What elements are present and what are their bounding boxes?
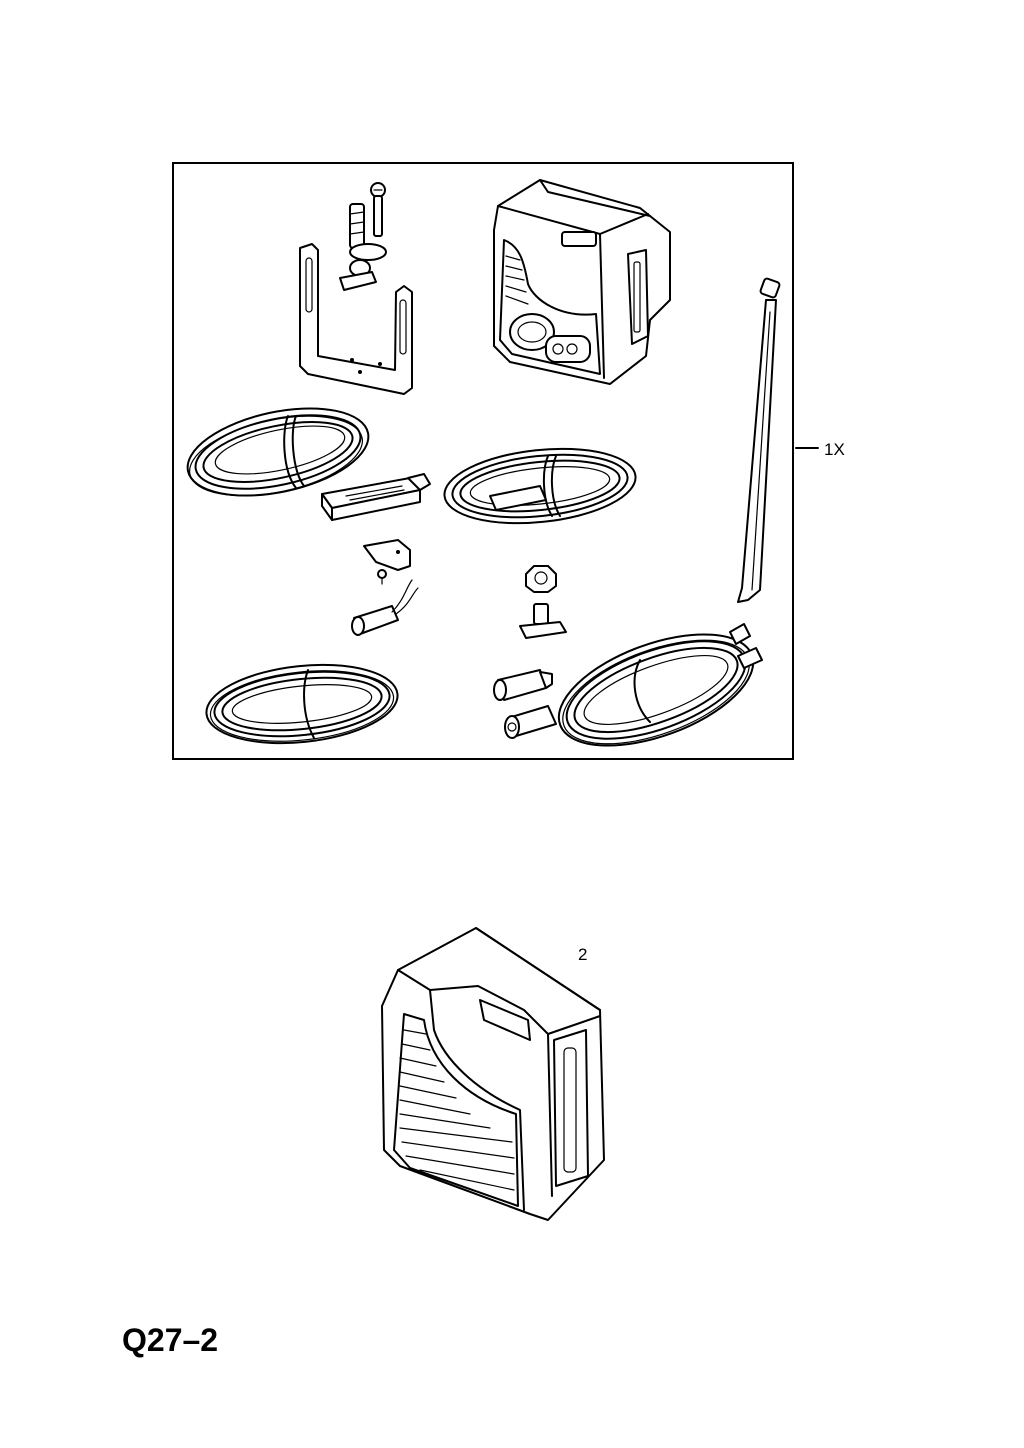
screw-icon <box>370 182 386 237</box>
callout-module: 2 <box>578 945 588 964</box>
callout-kit: 1X <box>824 440 845 459</box>
sensor-plug-icon <box>351 579 419 636</box>
mounting-bracket-icon <box>299 243 413 395</box>
sensor-holder-icon <box>363 539 411 585</box>
nut-icon <box>525 565 557 593</box>
anchor-bolt-icon <box>339 203 387 291</box>
kit-contents-frame <box>172 162 794 760</box>
siren-unit-icon <box>493 179 671 385</box>
cable-tie-icon <box>737 277 781 603</box>
terminal-connector-icon <box>493 669 557 739</box>
wire-harness-coil-icon <box>205 663 399 745</box>
page-code: Q27–2 <box>122 1322 219 1358</box>
wire-harness-coil-icon <box>443 447 637 525</box>
wire-harness-coil-icon <box>186 407 370 497</box>
alarm-module-icon <box>381 927 605 1221</box>
bolt-icon <box>519 603 567 639</box>
multi-pin-connector-icon <box>321 473 431 521</box>
wire-harness-coil-icon <box>557 623 763 747</box>
